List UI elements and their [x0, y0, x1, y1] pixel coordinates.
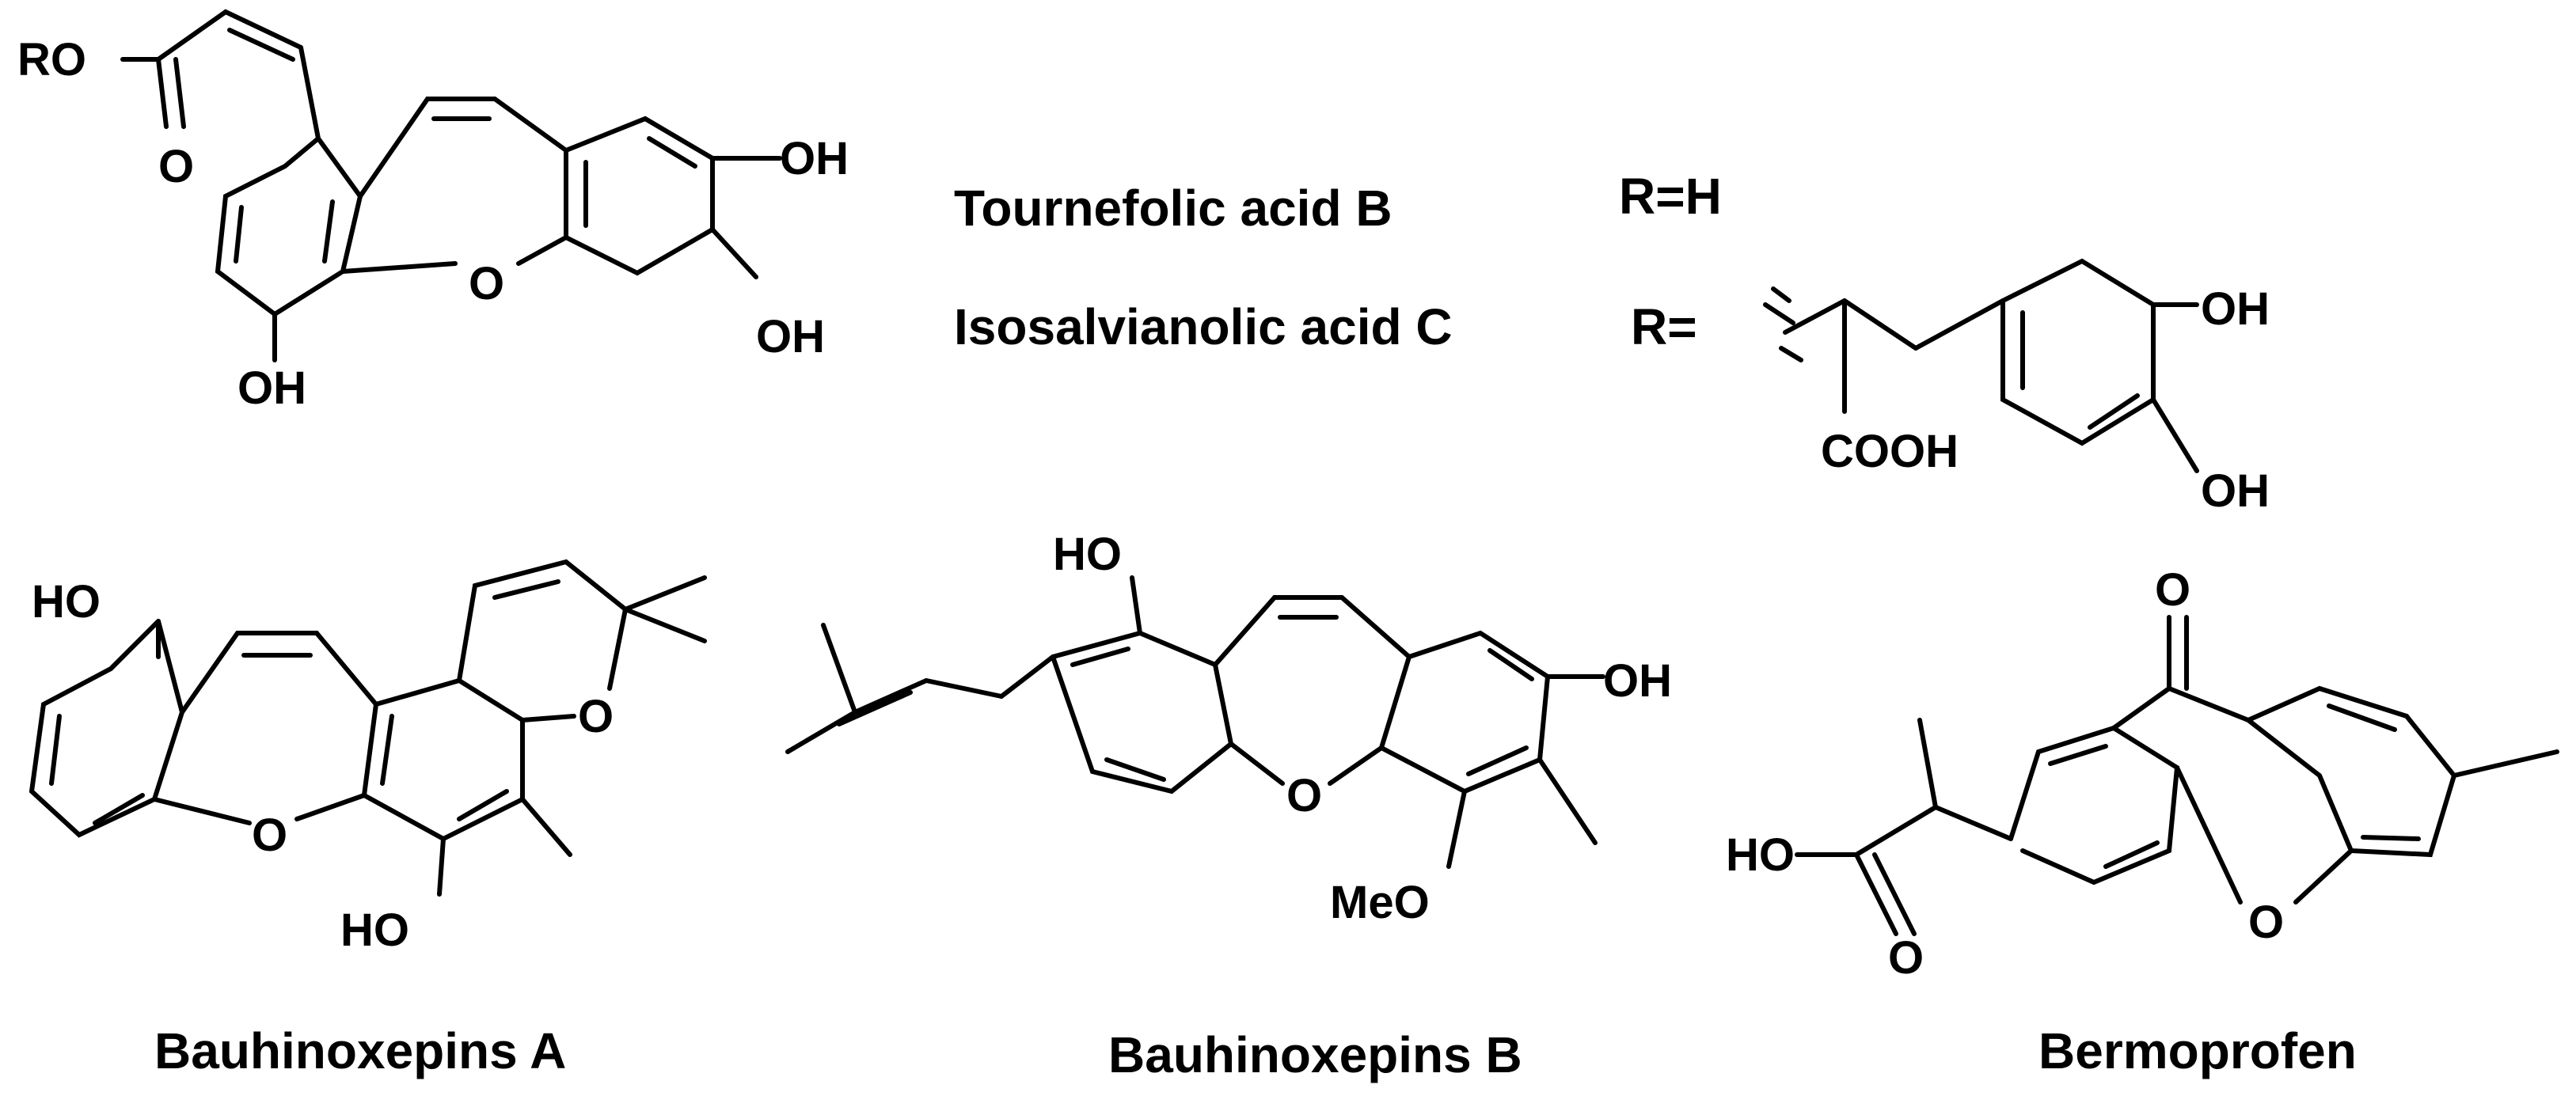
- atom-oh-lower: OH: [756, 311, 825, 362]
- label-bauhinoxepins-a: Bauhinoxepins A: [154, 1022, 566, 1079]
- label-tournefolic-r: R=H: [1619, 168, 1722, 225]
- structure-isosalvianolic-r-group: [1763, 258, 2199, 473]
- label-isosalvianolic-r: R=: [1631, 298, 1697, 355]
- atom-catechol-oh-lower: OH: [2201, 465, 2270, 517]
- structure-bauhinoxepin-a: [28, 559, 707, 897]
- atom-catechol-oh-upper: OH: [2201, 283, 2270, 335]
- atom-carbonyl-o: O: [158, 141, 194, 192]
- structure-bermoprofen: [1795, 615, 2559, 936]
- structure-bauhinoxepin-b: [785, 575, 1605, 869]
- structure-tournefolic-core: [120, 9, 782, 362]
- atom-oh-bottom: OH: [237, 362, 306, 414]
- atom-bauhin-a-ho-bottom: HO: [340, 904, 409, 956]
- label-bauhinoxepins-b: Bauhinoxepins B: [1108, 1026, 1522, 1083]
- atom-ring-o: O: [469, 258, 504, 309]
- atom-bauhin-a-o-pyran: O: [578, 691, 614, 742]
- atom-bermoprofen-ketone-o: O: [2155, 564, 2190, 616]
- atom-cooh: COOH: [1821, 426, 1959, 477]
- atom-bauhin-b-meo: MeO: [1330, 877, 1430, 928]
- atom-bermoprofen-ho: HO: [1726, 829, 1795, 881]
- atom-ro: RO: [17, 34, 86, 85]
- atom-bauhin-b-ho: HO: [1053, 529, 1122, 580]
- atom-bauhin-b-o-ring: O: [1286, 770, 1322, 821]
- atom-bauhin-b-oh: OH: [1603, 655, 1672, 707]
- atom-bermoprofen-acid-o: O: [1888, 932, 1924, 984]
- label-tournefolic-acid-b: Tournefolic acid B: [954, 180, 1392, 237]
- label-isosalvianolic-acid-c: Isosalvianolic acid C: [954, 298, 1453, 355]
- atom-bauhin-a-ho-top: HO: [32, 576, 101, 628]
- atom-bermoprofen-ring-o: O: [2248, 897, 2284, 948]
- atom-bauhin-a-o-ring: O: [252, 810, 287, 861]
- atom-oh-upper: OH: [780, 133, 849, 184]
- label-bermoprofen: Bermoprofen: [2038, 1022, 2357, 1079]
